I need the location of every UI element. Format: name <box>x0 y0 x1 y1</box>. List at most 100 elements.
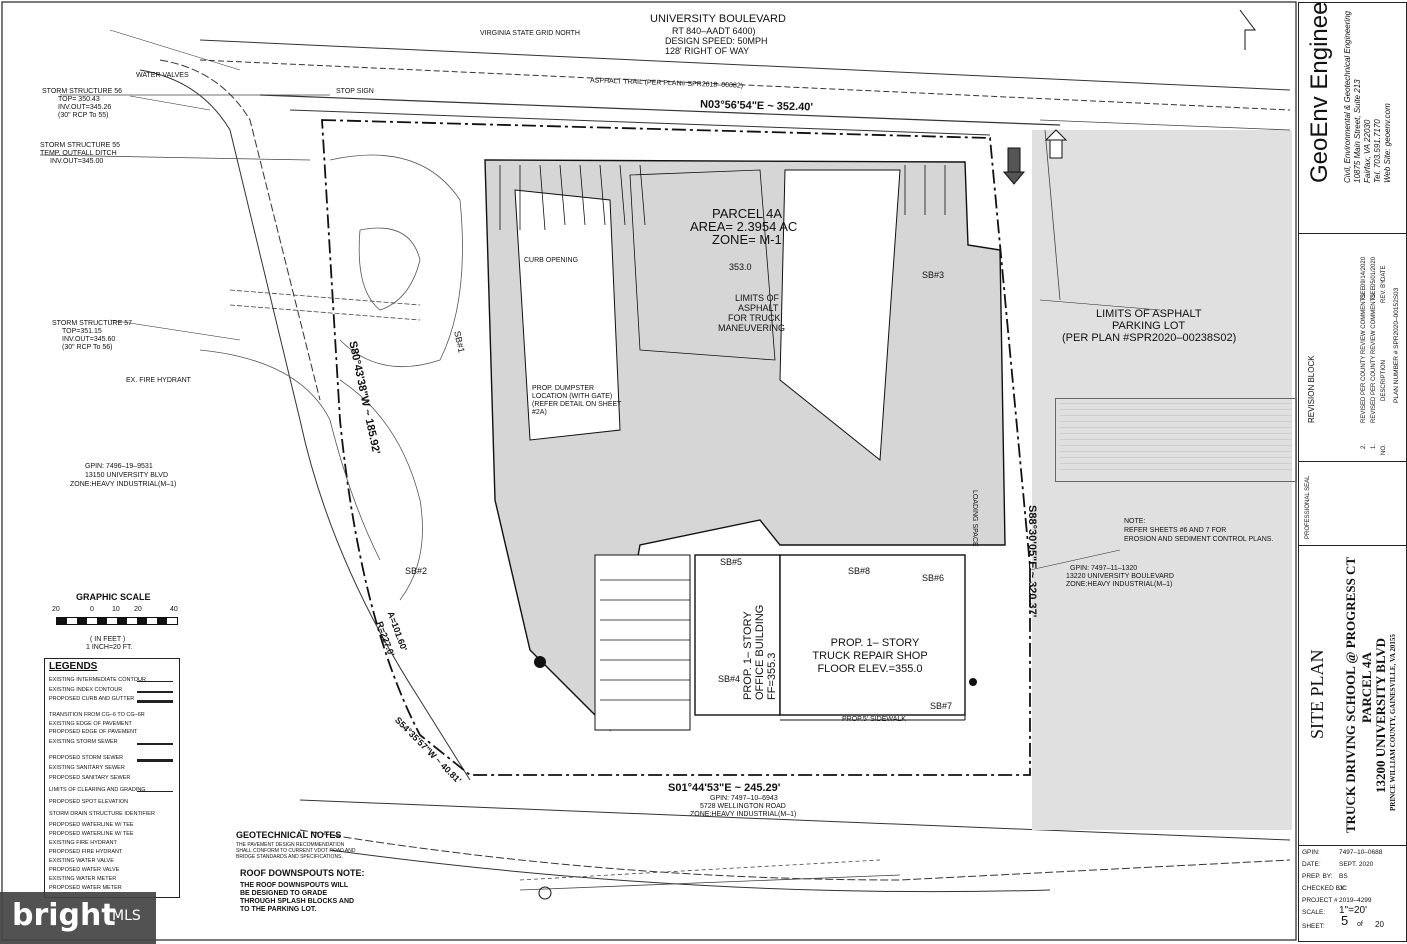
parcel-name: PARCEL 4A <box>712 206 783 221</box>
rev-row-date: 05/01/2020 <box>1371 256 1377 287</box>
info-key: SHEET: <box>1302 923 1325 930</box>
soil-boring-label: SB#8 <box>848 566 871 576</box>
sidewalk-label: PROP.5' SIDEWALK <box>842 716 906 723</box>
legend-item: PROPOSED SANITARY SEWER <box>49 775 131 781</box>
bearing-south: S01°44'53"E ~ 245.29' <box>668 782 781 794</box>
parcel-area: AREA= 2.3954 AC <box>690 219 798 234</box>
project-title: TRUCK DRIVING SCHOOL @ PROGRESS CT <box>1343 556 1358 833</box>
storm57-line: (30" RCP To 56) <box>62 344 113 351</box>
sheet-title: SITE PLAN <box>1307 649 1327 740</box>
shop-line: FLOOR ELEV.=355.0 <box>817 663 923 675</box>
shop-line: PROP. 1– STORY <box>830 637 920 649</box>
legend-item: PROPOSED WATER VALVE <box>49 867 120 873</box>
info-section <box>1299 845 1406 942</box>
info-key: PROJECT # <box>1302 897 1338 904</box>
roof-note-line: BE DESIGNED TO GRADE <box>240 890 327 897</box>
legend-item: EXISTING WATER VALVE <box>49 858 114 864</box>
legend-symbol <box>137 791 173 792</box>
info-key: SCALE: <box>1302 909 1326 916</box>
street-row: 128' RIGHT OF WAY <box>665 46 750 56</box>
limits-truck-line: MANEUVERING <box>718 323 786 333</box>
soil-boring-label: SB#7 <box>930 701 953 711</box>
dumpster-line: PROP. DUMPSTER <box>532 385 595 392</box>
plan-number: PLAN NUMBER # SPR2020–00152S03 <box>1393 287 1400 403</box>
legend-item: PROPOSED CURB AND GUTTER <box>49 696 135 702</box>
info-value: 7497–10–0688 <box>1339 849 1383 856</box>
neighbor-e-line: 13220 UNIVERSITY BOULEVARD <box>1066 573 1174 580</box>
legend-symbol <box>137 691 173 693</box>
roof-note-line: THE ROOF DOWNSPOUTS WILL <box>240 882 349 889</box>
rev-header: DESCRIPTION <box>1381 359 1387 401</box>
legend-symbol <box>137 743 173 745</box>
watermark-suffix: MLS <box>112 908 141 924</box>
limits-truck-line: LIMITS OF <box>735 293 780 303</box>
info-value: 2019–4299 <box>1339 897 1372 904</box>
scale-ratio: 1 INCH=20 FT. <box>86 644 133 651</box>
storm55-line: STORM STRUCTURE 55 <box>40 142 120 149</box>
neighbor-e-line: ZONE:HEAVY INDUSTRIAL(M–1) <box>1066 581 1173 588</box>
curb-opening-label: CURB OPENING <box>524 257 579 264</box>
office-line: OFFICE BUILDING <box>754 604 766 700</box>
legend-item: EXISTING SANITARY SEWER <box>49 765 125 771</box>
legend-box: LEGENDS EXISTING INTERMEDIATE CONTOUR EX… <box>44 658 180 898</box>
note-refer-line: REFER SHEETS #6 AND 7 FOR <box>1124 527 1227 534</box>
sheet-of: of <box>1357 921 1363 928</box>
legend-item: LIMITS OF CLEARING AND GRADING <box>49 787 146 793</box>
company-name: GeoEnv Engineers <box>1306 0 1333 183</box>
seal-label: PROFESSIONAL SEAL <box>1305 475 1311 539</box>
graphic-scale-title: GRAPHIC SCALE <box>76 592 151 602</box>
slope-notes-box <box>1055 398 1297 482</box>
geotech-title: GEOTECHNICAL NOTES <box>236 830 342 840</box>
neighbor-w-line: ZONE:HEAVY INDUSTRIAL(M–1) <box>70 481 177 488</box>
faint-note-lines <box>1060 403 1292 473</box>
sheet-number: 5 <box>1341 913 1349 928</box>
legend-item: PROPOSED EDGE OF PAVEMENT <box>49 729 138 735</box>
storm57-line: STORM STRUCTURE 57 <box>52 320 132 327</box>
legend-item: PROPOSED STORM SEWER <box>49 755 124 761</box>
rev-header: DATE <box>1381 265 1387 281</box>
rev-row-no: 1. <box>1371 443 1377 449</box>
legend-item: EXISTING INDEX CONTOUR <box>49 687 123 693</box>
storm56-line: INV.OUT=345.26 <box>58 104 112 111</box>
storm55-line: TEMP. OUTFALL DITCH <box>40 150 117 157</box>
roof-note-title: ROOF DOWNSPOUTS NOTE: <box>240 868 365 878</box>
scale-tick: 0 <box>90 606 94 613</box>
legend-item: TRANSITION FROM CG–6 TO CG–6R <box>49 712 145 718</box>
neighbor-s-line: ZONE:HEAVY INDUSTRIAL(M–1) <box>690 811 797 818</box>
revision-section <box>1299 233 1406 462</box>
soil-boring-label: SB#4 <box>718 674 741 684</box>
company-address: 10875 Main Street, Suite 213 <box>1353 79 1362 183</box>
storm56-line: TOP= 350.43 <box>58 96 100 103</box>
rev-row-desc: REVISED PER COUNTY REVIEW COMMENTS <box>1371 293 1377 423</box>
dumpster-line: #2A) <box>532 409 547 416</box>
street-name: UNIVERSITY BOULEVARD <box>650 13 786 25</box>
scale-bar <box>56 617 178 625</box>
rev-header: NO. <box>1381 444 1387 455</box>
rev-row-by: GEE <box>1361 286 1367 299</box>
storm56-line: STORM STRUCTURE 56 <box>42 88 122 95</box>
storm57-line: TOP=351.15 <box>62 328 102 335</box>
watermark-brand: bright <box>12 898 116 933</box>
note-refer-line: NOTE: <box>1124 518 1146 525</box>
rev-row-no: 2. <box>1361 443 1367 449</box>
loading-space-label: LOADING SPACE <box>971 490 978 547</box>
project-location: PRINCE WILLIAM COUNTY, GAINESVILLE, VA 2… <box>1389 634 1397 811</box>
rev-row-desc: REVISED PER COUNTY REVIEW COMMENTS <box>1361 293 1367 423</box>
limits-parking-line: LIMITS OF ASPHALT <box>1096 308 1202 320</box>
bright-mls-watermark: bright MLS <box>0 892 156 944</box>
legend-title: LEGENDS <box>49 661 98 672</box>
legend-item: PROPOSED FIRE HYDRANT <box>49 849 123 855</box>
company-tagline: Civil, Environmental & Geotechnical Engi… <box>1343 10 1352 183</box>
neighbor-w-line: GPIN: 7496–19–9531 <box>85 463 153 470</box>
soil-boring-label: SB#3 <box>922 270 945 280</box>
roof-note-line: THROUGH SPLASH BLOCKS AND <box>240 898 355 905</box>
grid-north: VIRGINIA STATE GRID NORTH <box>480 30 580 37</box>
company-web: Web Site: geoenv.com <box>1383 103 1392 183</box>
neighbor-s-line: GPIN: 7497–10–6943 <box>710 795 778 802</box>
info-value: JC <box>1339 885 1347 892</box>
info-value: SEPT. 2020 <box>1339 861 1374 868</box>
legend-symbol <box>137 700 173 703</box>
dumpster-line: LOCATION (WITH GATE) <box>532 393 613 400</box>
